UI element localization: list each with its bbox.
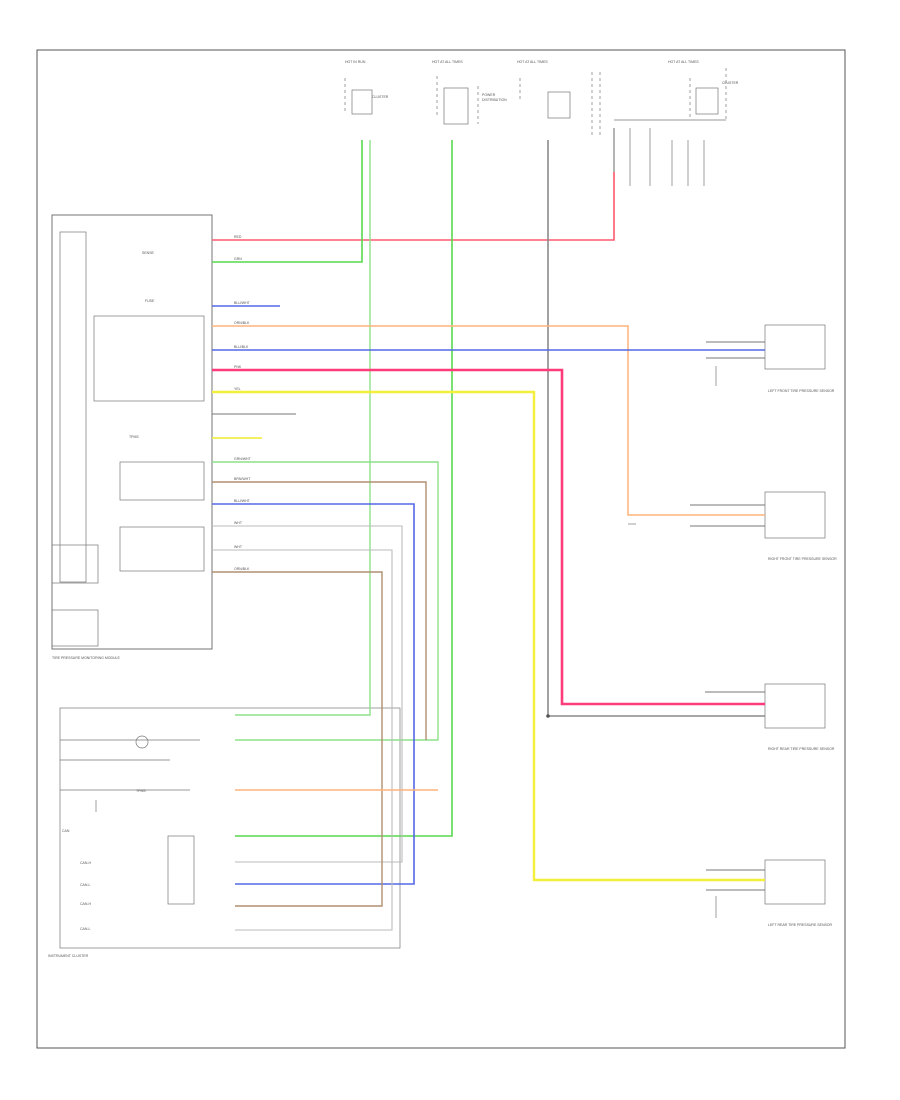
fuse-block-1-label: HOT IN RUN <box>345 60 366 64</box>
sensor-right-rear-label: RIGHT REAR TIRE PRESSURE SENSOR <box>768 747 835 751</box>
instrument-cluster-label: INSTRUMENT CLUSTER <box>48 954 89 958</box>
wire-pink-rr <box>212 368 765 706</box>
sensor-left-rear-label: LEFT REAR TIRE PRESSURE SENSOR <box>768 923 833 927</box>
svg-text:CAN-H: CAN-H <box>80 902 92 906</box>
wire-label-yel: YEL <box>234 387 241 391</box>
svg-text:CLUSTER: CLUSTER <box>372 95 389 99</box>
diagram-frame <box>36 49 846 1049</box>
sensor-left-front-label: LEFT FRONT TIRE PRESSURE SENSOR <box>768 389 835 393</box>
sensor-left-rear: LEFT REAR TIRE PRESSURE SENSOR <box>715 859 833 927</box>
wire-orange-black <box>212 571 383 907</box>
wire-labels: RED GRN BLU/WHT ORN/BLK BLU/BLK PNK YEL … <box>234 235 252 571</box>
wire-yellow-lr <box>212 390 765 882</box>
wire-label-pnk: PNK <box>234 365 242 369</box>
wire-blue-white <box>212 503 415 885</box>
svg-text:TPMS: TPMS <box>129 435 139 439</box>
wire-red-power <box>212 172 615 241</box>
tpms-module: SENSE FUSE TPMS TIRE PRESSURE MONITORING… <box>51 214 213 660</box>
wire-white-1 <box>212 525 403 863</box>
wire-gray-sensor-rr <box>547 140 765 717</box>
sensor-left-front: LEFT FRONT TIRE PRESSURE SENSOR <box>715 324 835 393</box>
wire-label-red: RED <box>234 235 242 239</box>
fuse-block-2: HOT AT ALL TIMES POWER DISTRIBUTION <box>432 60 507 125</box>
tpms-module-box <box>51 214 213 650</box>
fuse-block-1: HOT IN RUN CLUSTER <box>344 60 389 115</box>
fuse-block-3: HOT AT ALL TIMES <box>517 60 601 136</box>
fuse-block-4-label: HOT AT ALL TIMES <box>668 60 699 64</box>
wire-label-blu-blk: BLU/BLK <box>234 345 249 349</box>
sensor-right-rear: RIGHT REAR TIRE PRESSURE SENSOR <box>764 683 835 751</box>
wire-label-blu-wht-2: BLU/WHT <box>234 499 251 503</box>
svg-text:CAN-L: CAN-L <box>80 883 91 887</box>
wire-label-wht-1: WHT <box>234 521 243 525</box>
wire-label-orn-blk: ORN/BLK <box>234 321 250 325</box>
svg-text:FUSE: FUSE <box>145 299 155 303</box>
svg-text:CLUSTER: CLUSTER <box>722 81 739 85</box>
instrument-cluster-box <box>59 707 401 949</box>
wire-label-wht-2: WHT <box>234 545 243 549</box>
wire-green-white <box>212 461 439 741</box>
svg-text:CAN-H: CAN-H <box>80 861 92 865</box>
fuse4-stubs <box>613 128 705 186</box>
wire-brown-white <box>212 481 427 740</box>
wire-label-blu-wht: BLU/WHT <box>234 301 251 305</box>
svg-text:TPMS: TPMS <box>136 789 146 793</box>
fuse-block-3-label: HOT AT ALL TIMES <box>517 60 548 64</box>
tpms-module-label: TIRE PRESSURE MONITORING MODULE <box>52 656 120 660</box>
svg-text:POWER: POWER <box>482 93 496 97</box>
svg-text:DISTRIBUTION: DISTRIBUTION <box>482 98 507 102</box>
wire-white-2 <box>212 549 393 931</box>
wire-label-orn-blk-2: ORN/BLK <box>234 567 250 571</box>
svg-text:CAN-L: CAN-L <box>80 927 91 931</box>
svg-text:SENSE: SENSE <box>142 251 155 255</box>
instrument-cluster: TPMS CAN CAN-H CAN-L CAN-H CAN-L INSTRUM… <box>48 707 401 958</box>
wire-green-can <box>235 140 453 837</box>
fuse-block-2-label: HOT AT ALL TIMES <box>432 60 463 64</box>
wire-green-ignition <box>212 140 363 263</box>
wire-orange-rf <box>212 325 765 516</box>
wire-label-grn: GRN <box>234 257 242 261</box>
wire-label-grn-wht: GRN/WHT <box>234 457 252 461</box>
sensor-right-front-label: RIGHT FRONT TIRE PRESSURE SENSOR <box>768 557 837 561</box>
wire-label-brn-wht: BRN/WHT <box>234 477 251 481</box>
svg-text:CAN: CAN <box>62 829 70 833</box>
wire-lightgreen-cluster <box>235 140 371 716</box>
fuse-block-4: HOT AT ALL TIMES CLUSTER <box>614 60 739 121</box>
